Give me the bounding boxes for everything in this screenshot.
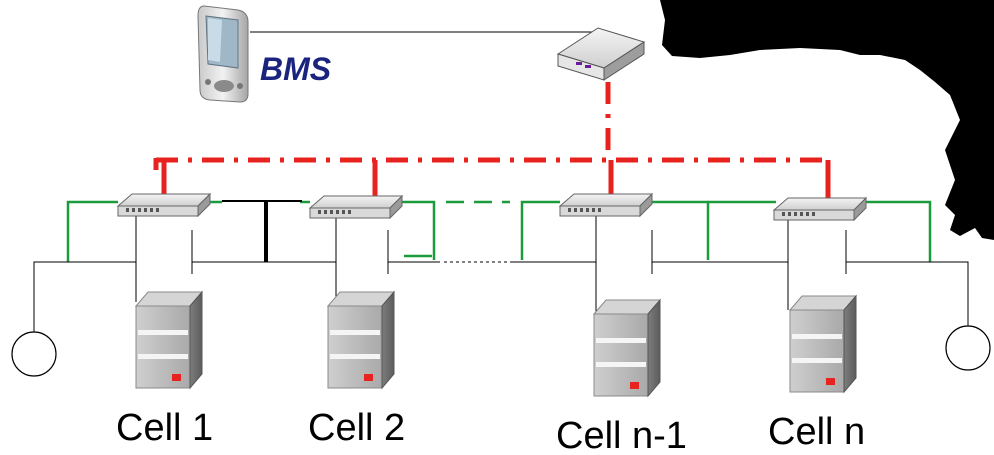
balancing-bus — [66, 200, 932, 262]
cell-n-label: Cell n — [768, 411, 865, 453]
tap-symbol — [222, 200, 302, 262]
cell-n-1-module-icon — [593, 299, 661, 397]
terminal-left-icon — [11, 331, 57, 377]
cell-1-label: Cell 1 — [116, 407, 213, 449]
control-bus — [153, 82, 831, 198]
cell-1-switch-icon — [117, 193, 211, 217]
bms-label: BMS — [260, 51, 332, 87]
router-icon — [556, 27, 646, 81]
pda-icon — [197, 5, 249, 103]
cell-2-module-icon — [327, 291, 395, 389]
cell-2-switch-icon — [309, 195, 403, 219]
cell-n-1-switch-icon — [559, 193, 653, 217]
cell-1-module-icon — [135, 291, 203, 389]
cell-n-switch-icon — [773, 197, 867, 221]
cell-n-1-label: Cell n-1 — [556, 415, 687, 455]
black-overlay-blob — [660, 0, 994, 240]
terminal-right-icon — [945, 325, 991, 371]
cell-n-module-icon — [789, 295, 857, 393]
cell-2-label: Cell 2 — [308, 407, 405, 449]
